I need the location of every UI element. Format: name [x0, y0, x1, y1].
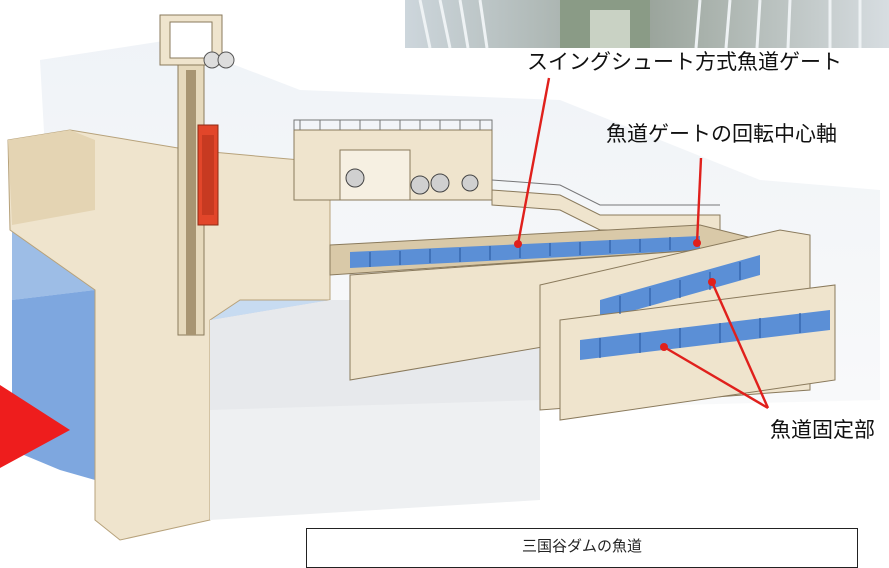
caption-title: 三国谷ダムの魚道 [521, 537, 642, 555]
leader-dots [514, 239, 716, 351]
intake-tower [159, 14, 235, 336]
leader-lines [516, 77, 770, 410]
dam-body [7, 129, 540, 541]
label-gate-rotation-axis: 魚道ゲートの回転中心軸 [606, 122, 837, 146]
label-fishway-fixed-part: 魚道固定部 [770, 418, 875, 442]
dam-fishway-diagram [0, 0, 889, 541]
flow-arrow [0, 385, 70, 468]
inset-photo [405, 0, 889, 49]
machine-house [293, 119, 493, 201]
label-swing-chute-gate: スイングシュート方式魚道ゲート [527, 50, 842, 74]
caption-box: 三国谷ダムの魚道 [306, 528, 858, 568]
fixed-fishway [539, 229, 836, 421]
